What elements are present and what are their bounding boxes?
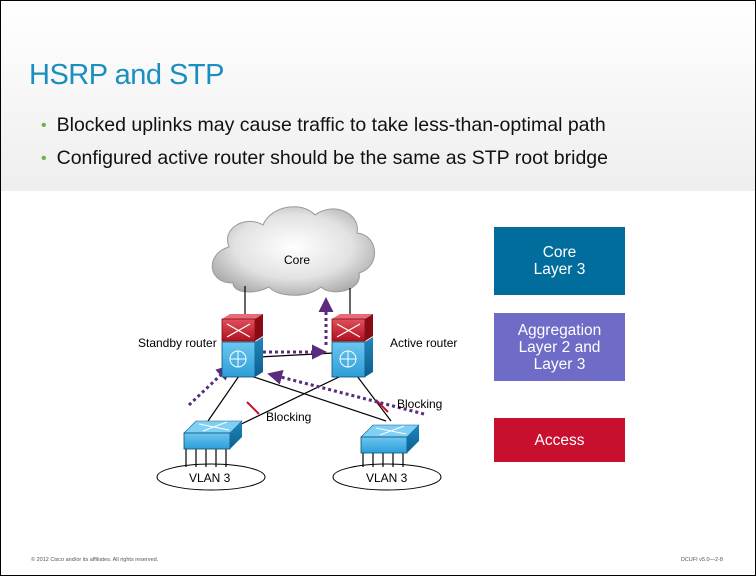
bullet-dot-icon: • [41,117,47,134]
vlan-label-right: VLAN 3 [366,471,408,485]
slide-title: HSRP and STP [29,59,224,91]
link-agg-interconnect [258,352,335,358]
access-switch-right-icon [360,424,420,454]
legend-text: Aggregation [517,321,602,339]
legend-text: Access [534,431,585,449]
standby-router-icon [221,314,263,378]
vlan-right-ellipse [332,463,442,491]
footer-copyright: © 2012 Cisco and/or its affiliates. All … [31,557,159,563]
vlan-label-left: VLAN 3 [189,471,231,485]
legend-text: Layer 3 [533,261,586,278]
bullet-item: • Configured active router should be the … [41,147,608,170]
standby-router-label: Standby router [138,336,217,350]
bullet-text: Blocked uplinks may cause traffic to tak… [56,114,606,136]
blocking-marks [246,399,389,415]
blocking-mark-right [375,399,389,413]
cloud-label: Core [284,253,310,267]
link-active-access-right [356,375,392,422]
legend-text: Layer 3 [533,355,586,373]
bullet-item: • Blocked uplinks may cause traffic to ta… [41,114,606,137]
link-standby-access-left [207,375,240,422]
access-switch-left-icon [183,420,243,450]
legend-text: Core [542,244,577,261]
core-cloud-icon [211,206,375,296]
active-router-icon [331,314,373,378]
footer-course-code: DCUFI v5.0—2-8 [680,557,723,563]
legend-text: Layer 2 and [518,338,601,356]
title-background [1,1,755,191]
link-active-access-left [230,375,342,430]
blocking-label-right: Blocking [397,397,442,411]
vlan-left-ellipse [156,463,266,491]
bullet-dot-icon: • [41,150,47,167]
blocking-label-left: Blocking [266,410,311,424]
blocking-mark-left [246,401,260,415]
active-router-label: Active router [390,336,457,350]
legend-access: Access [494,418,625,462]
traffic-path-arrows [187,297,425,416]
bullet-text: Configured active router should be the s… [56,147,608,169]
